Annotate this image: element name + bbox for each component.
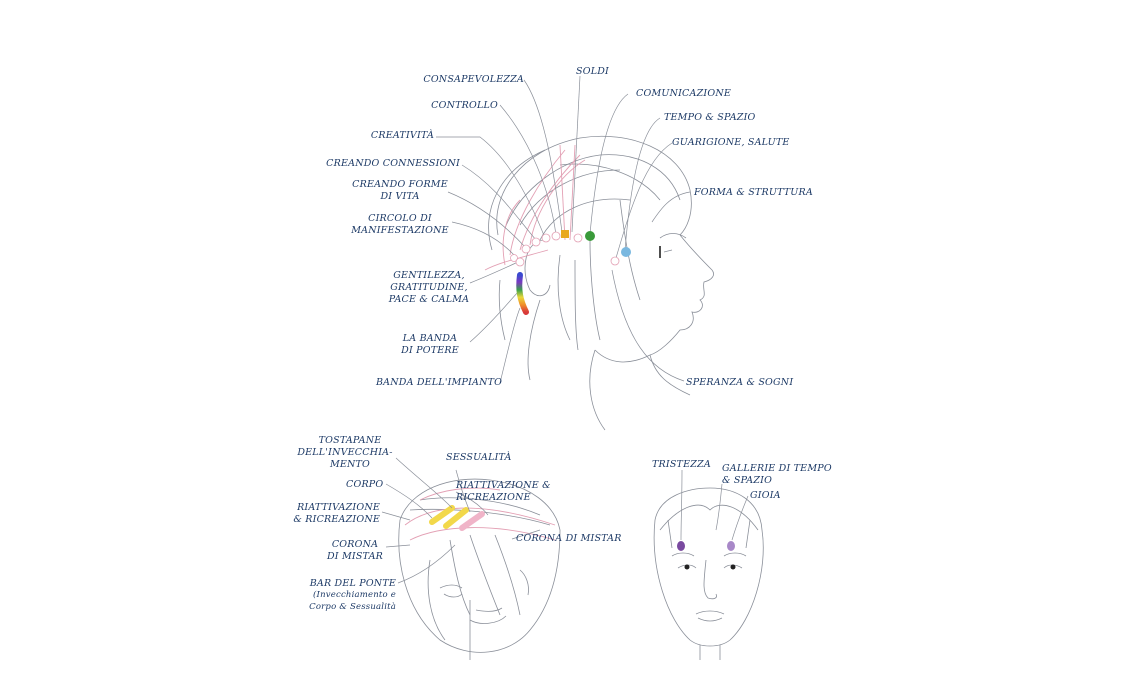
point-gioia <box>727 541 735 551</box>
label-tristezza: TRISTEZZA <box>652 459 711 470</box>
label-sessualita: SESSUALITÀ <box>446 452 512 463</box>
label-banda-potere-2: DI POTERE <box>401 345 459 356</box>
top-head-leaders <box>381 457 541 584</box>
label-tempo-spazio: TEMPO & SPAZIO <box>664 112 756 123</box>
label-banda-impianto: BANDA DELL'IMPIANTO <box>376 377 503 388</box>
side-head-leaders <box>436 75 691 384</box>
label-comunicazione: COMUNICAZIONE <box>636 88 731 99</box>
label-bar-ponte-2: (Invecchiamento e <box>313 590 396 600</box>
label-forma-struttura: FORMA & STRUTTURA <box>694 187 813 198</box>
label-tostapane-2: DELL'INVECCHIA- <box>297 447 393 458</box>
band-tostapane <box>443 507 469 529</box>
label-gioia: GIOIA <box>750 490 781 501</box>
point-forme <box>521 244 531 254</box>
top-head-meridians <box>404 487 556 541</box>
point-tempo <box>610 256 620 266</box>
label-creando-forme-2: DI VITA <box>380 191 420 202</box>
point-creativita <box>541 233 551 243</box>
label-circolo-2: MANIFESTAZIONE <box>351 225 449 236</box>
label-guarigione: GUARIGIONE, SALUTE <box>672 137 790 148</box>
label-corona-left-1: CORONA <box>331 539 379 550</box>
point-comunicazione <box>585 231 595 241</box>
label-tostapane-1: TOSTAPANE <box>318 435 382 446</box>
label-gentilezza-1: GENTILEZZA, <box>393 270 465 281</box>
band-corpo <box>429 505 455 525</box>
label-soldi: SOLDI <box>576 66 609 77</box>
label-gallerie-1: GALLERIE DI TEMPO <box>722 463 832 474</box>
band-of-power <box>516 272 529 315</box>
label-riattivazione-right-1: RIATTIVAZIONE & <box>456 480 551 491</box>
label-riattivazione-left-1: RIATTIVAZIONE <box>297 502 380 513</box>
front-face-eyes <box>684 564 736 570</box>
label-creando-connessioni: CREANDO CONNESSIONI <box>326 158 460 169</box>
point-gentilezza <box>515 257 525 267</box>
top-head-drawing <box>398 478 561 660</box>
side-head-meridians <box>484 144 586 271</box>
point-tristezza <box>677 541 685 551</box>
label-banda-potere-1: LA BANDA <box>402 333 458 344</box>
point-guarigione <box>621 247 631 257</box>
label-bar-ponte-1: BAR DEL PONTE <box>309 578 396 589</box>
label-corona-left-2: DI MISTAR <box>326 551 383 562</box>
point-consapevolezza <box>573 233 583 243</box>
label-gentilezza-3: PACE & CALMA <box>388 294 470 305</box>
label-gallerie-2: & SPAZIO <box>722 475 773 486</box>
front-face-points <box>677 541 735 551</box>
label-bar-ponte-3: Corpo & Sessualità <box>309 602 396 612</box>
side-head-drawing <box>488 135 714 431</box>
label-riattivazione-right-2: RICREAZIONE <box>456 492 531 503</box>
label-circolo-1: CIRCOLO DI <box>368 213 432 224</box>
top-head-bands <box>429 505 485 531</box>
front-face-leaders <box>680 469 749 541</box>
point-controllo <box>551 231 561 241</box>
side-head-points <box>510 230 631 315</box>
label-tostapane-3: MENTO <box>329 459 371 470</box>
label-controllo: CONTROLLO <box>431 100 498 111</box>
point-soldi <box>561 230 569 238</box>
label-creativita: CREATIVITÀ <box>370 130 434 141</box>
label-riattivazione-left-2: & RICREAZIONE <box>293 514 380 525</box>
label-consapevolezza: CONSAPEVOLEZZA <box>423 74 524 85</box>
label-speranza-sogni: SPERANZA & SOGNI <box>686 377 794 388</box>
band-sessualita <box>459 511 485 531</box>
label-corona-right: CORONA DI MISTAR <box>516 533 622 544</box>
point-circolo <box>510 254 518 262</box>
label-gentilezza-2: GRATITUDINE, <box>390 282 468 293</box>
label-corpo: CORPO <box>346 479 384 490</box>
label-creando-forme-1: CREANDO FORME <box>352 179 448 190</box>
front-face-drawing <box>653 487 764 660</box>
point-connessioni <box>531 237 541 247</box>
